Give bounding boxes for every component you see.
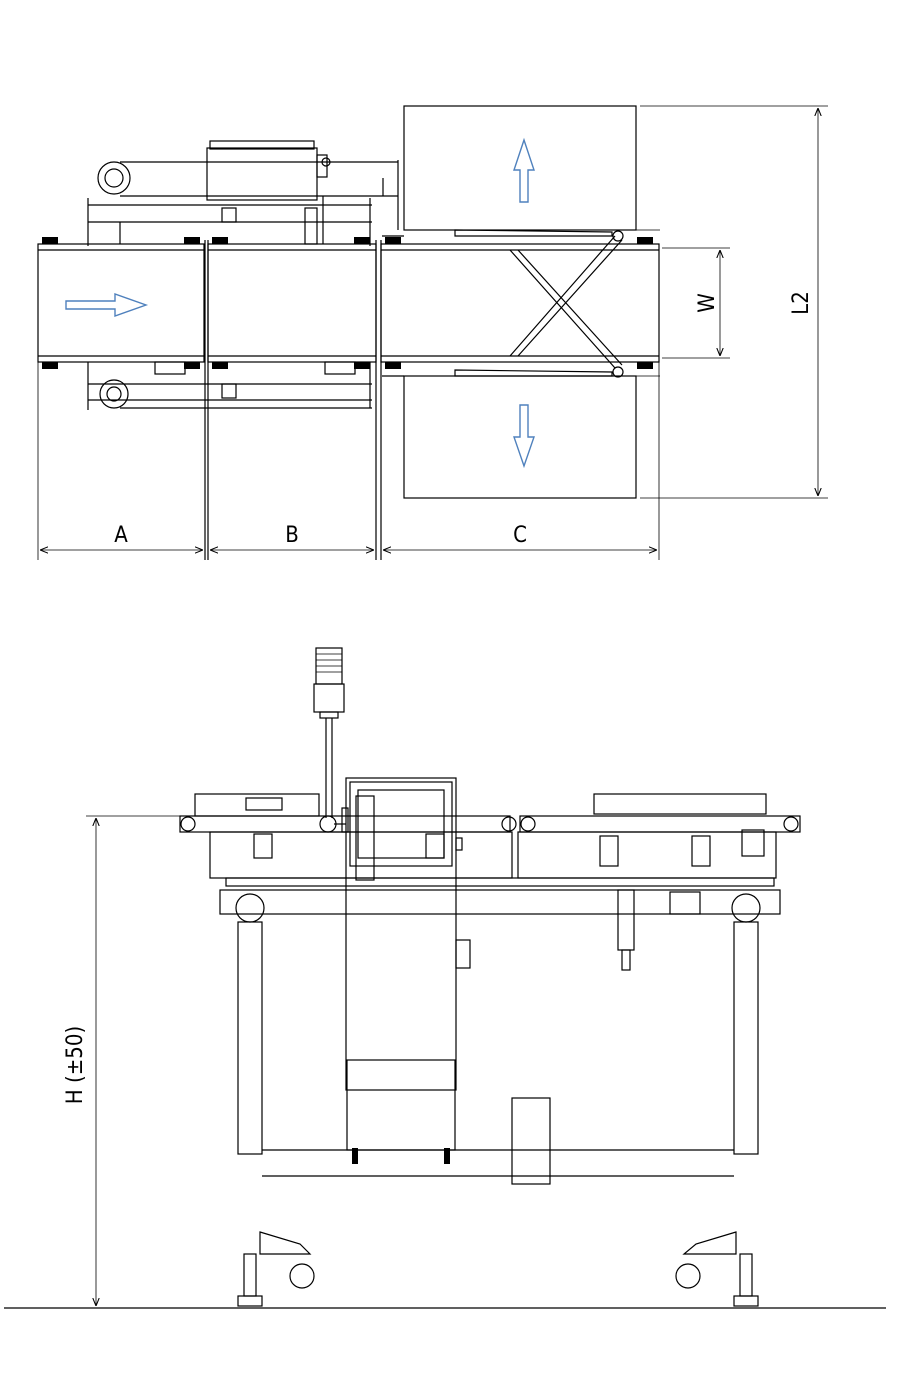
control-column bbox=[341, 777, 471, 1164]
rear-frame bbox=[87, 160, 399, 246]
conveyor-frame bbox=[179, 793, 801, 915]
reject-flaps bbox=[454, 229, 624, 378]
front-view: H (±50) bbox=[4, 647, 886, 1309]
arrow-up-icon bbox=[513, 137, 535, 203]
legs bbox=[235, 893, 761, 1307]
front-frame bbox=[87, 361, 372, 410]
pneumatics bbox=[253, 829, 765, 971]
dimension-l2-label: L2 bbox=[789, 291, 814, 315]
dimension-lines-top bbox=[37, 105, 828, 560]
dimension-lines-front bbox=[86, 815, 180, 1306]
dimension-b-label: B bbox=[285, 523, 299, 548]
top-view: A B C W L2 bbox=[37, 105, 828, 560]
conveyor-c bbox=[375, 237, 660, 560]
arrow-right-icon bbox=[65, 293, 149, 317]
reject-bins bbox=[382, 105, 660, 499]
loadcell-box bbox=[206, 140, 331, 245]
conveyor-a bbox=[37, 237, 205, 369]
dimension-c-label: C bbox=[513, 523, 527, 548]
arrow-down-icon bbox=[513, 404, 535, 469]
dimension-a-label: A bbox=[114, 523, 128, 548]
dimension-w-label: W bbox=[695, 293, 720, 313]
dimension-h-label: H (±50) bbox=[63, 1026, 88, 1104]
